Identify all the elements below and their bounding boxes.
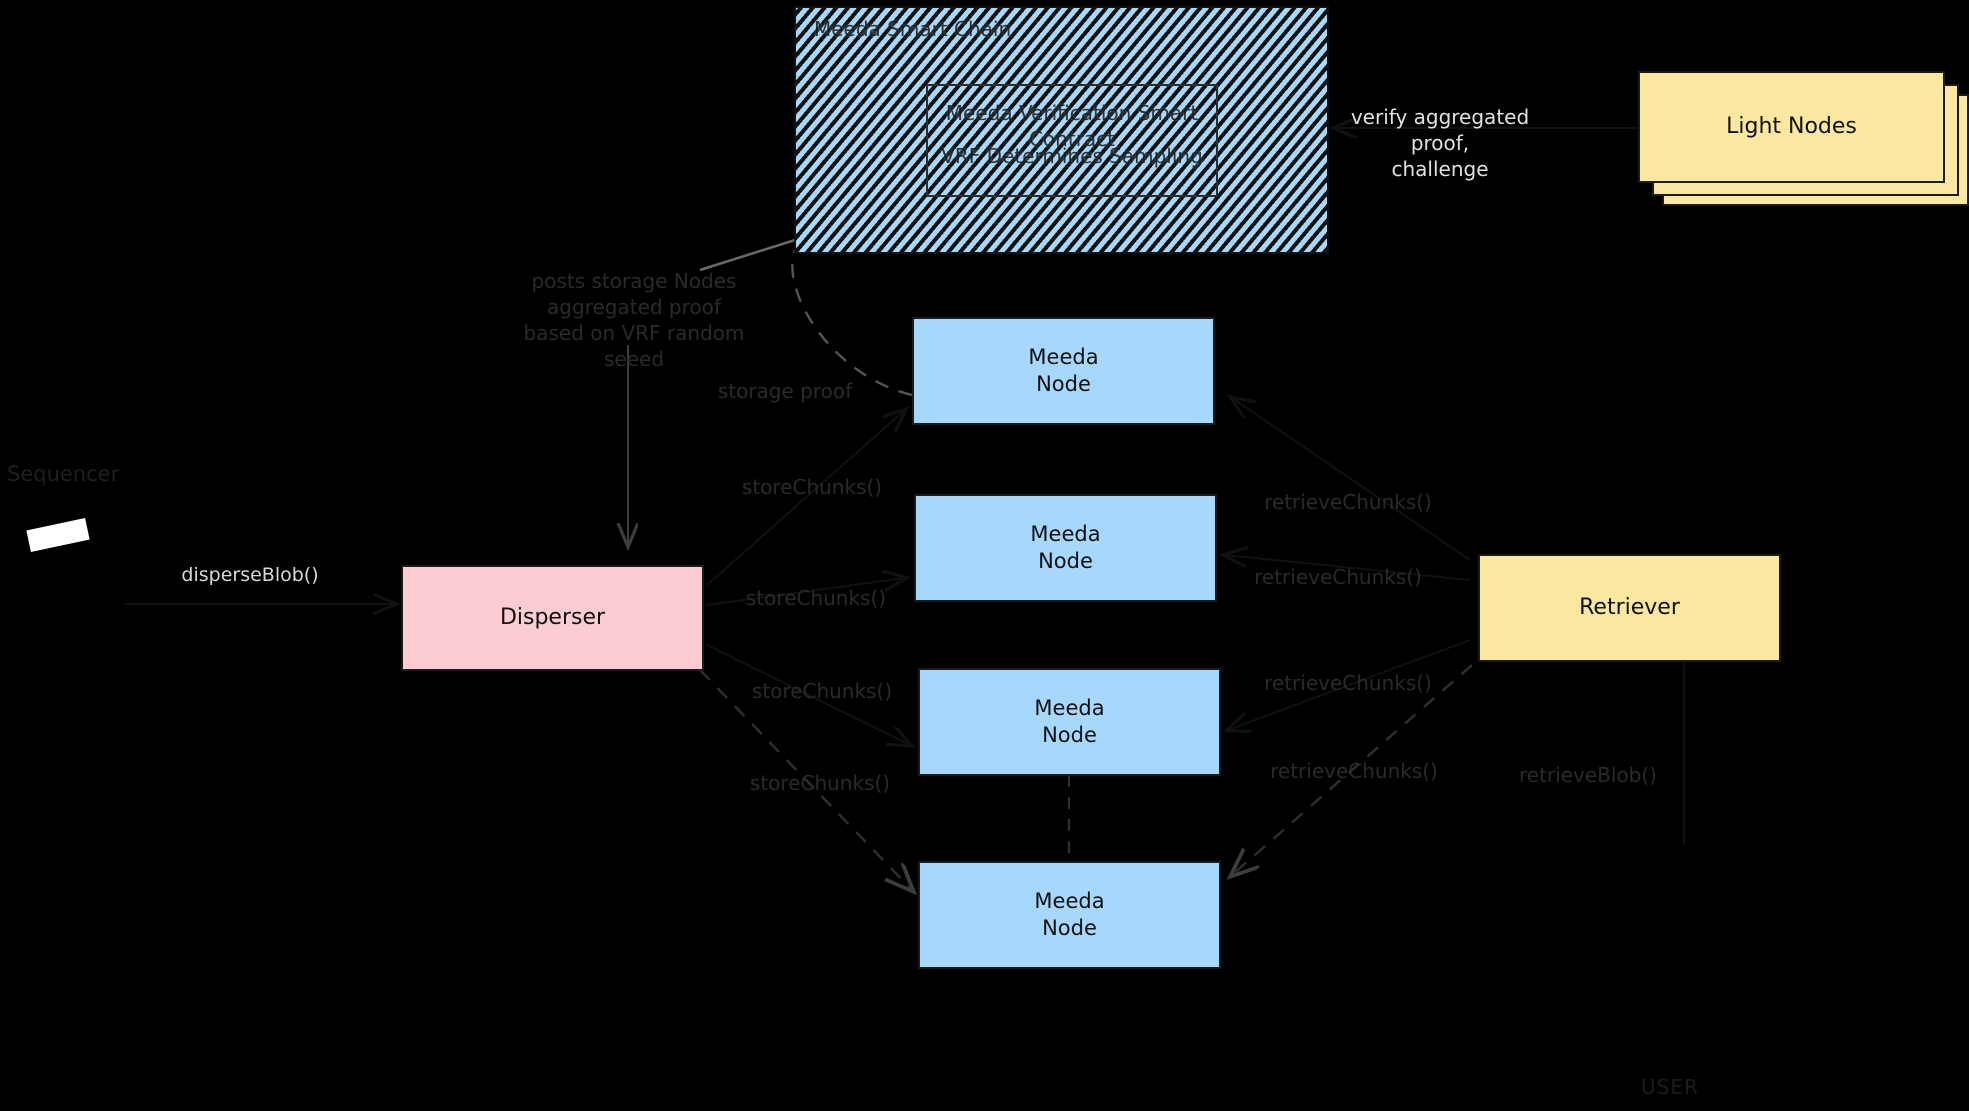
edge-label-verify-proof: verify aggregated proof, challenge: [1350, 105, 1530, 181]
edge-label-store-chunks-1: storeChunks(): [741, 475, 883, 499]
meeda-node-3-line1: Meeda: [1034, 695, 1105, 720]
edge-label-storage-proof: storage proof: [717, 379, 853, 403]
edge-label-store-chunks-2: storeChunks(): [745, 586, 887, 610]
light-nodes-box[interactable]: Light Nodes: [1638, 71, 1945, 183]
light-nodes-label: Light Nodes: [1726, 113, 1857, 139]
contract-line-1: Meeda Verification Smart: [945, 101, 1199, 125]
meeda-node-3-label: Meeda Node: [1034, 695, 1104, 750]
meeda-node-1[interactable]: Meeda Node: [912, 317, 1215, 425]
meeda-smart-chain-title: Meeda Smart Chain: [814, 17, 1012, 41]
meeda-node-4-line2: Node: [1042, 916, 1097, 940]
meeda-node-2-line2: Node: [1038, 549, 1093, 573]
meeda-smart-chain-box[interactable]: [794, 6, 1329, 254]
meeda-node-3-line2: Node: [1042, 723, 1097, 747]
edge-label-retrieve-chunks-2: retrieveChunks(): [1254, 565, 1422, 589]
meeda-node-2-line1: Meeda: [1030, 521, 1101, 546]
meeda-node-4-label: Meeda Node: [1034, 888, 1104, 943]
meeda-node-4-line1: Meeda: [1034, 888, 1105, 913]
edge-chain-to-disperser: [699, 238, 796, 272]
edge-label-disperse-blob: disperseBlob(): [181, 564, 319, 586]
retriever-label: Retriever: [1579, 594, 1680, 620]
sequencer-icon: [26, 518, 90, 552]
meeda-node-1-line1: Meeda: [1028, 344, 1099, 369]
edge-label-retrieve-chunks-4: retrieveChunks(): [1270, 759, 1438, 783]
meeda-node-2[interactable]: Meeda Node: [914, 494, 1217, 602]
edge-storage-proof: [791, 249, 913, 397]
meeda-node-4[interactable]: Meeda Node: [918, 861, 1221, 969]
edge-label-retrieve-chunks-1: retrieveChunks(): [1264, 490, 1432, 514]
edge-label-posts-proof: posts storage Nodes aggregated proof bas…: [523, 269, 745, 371]
meeda-node-3[interactable]: Meeda Node: [918, 668, 1221, 776]
meeda-node-2-label: Meeda Node: [1030, 521, 1100, 576]
user-label: USER: [1641, 1075, 1699, 1099]
edge-label-store-chunks-3: storeChunks(): [751, 679, 893, 703]
contract-line-2: Contract: [1028, 127, 1116, 152]
meeda-node-1-line2: Node: [1036, 372, 1091, 396]
edge-retrieve-chunks-1: [1232, 398, 1471, 561]
edge-label-retrieve-chunks-3: retrieveChunks(): [1264, 671, 1432, 695]
meeda-node-1-label: Meeda Node: [1028, 344, 1098, 399]
edge-label-retrieve-blob: retrieveBlob(): [1519, 763, 1657, 787]
meeda-verification-contract-box[interactable]: [926, 84, 1218, 197]
vrf-sampling-label: VRF Determines Sampling: [941, 144, 1203, 168]
verification-contract-label: Meeda Verification Smart Contract: [926, 100, 1218, 153]
sequencer-label: Sequencer: [7, 462, 120, 486]
disperser-box[interactable]: Disperser: [401, 565, 704, 671]
disperser-label: Disperser: [499, 604, 606, 630]
retriever-box[interactable]: Retriever: [1478, 554, 1781, 662]
edge-label-store-chunks-4: storeChunks(): [749, 771, 891, 795]
